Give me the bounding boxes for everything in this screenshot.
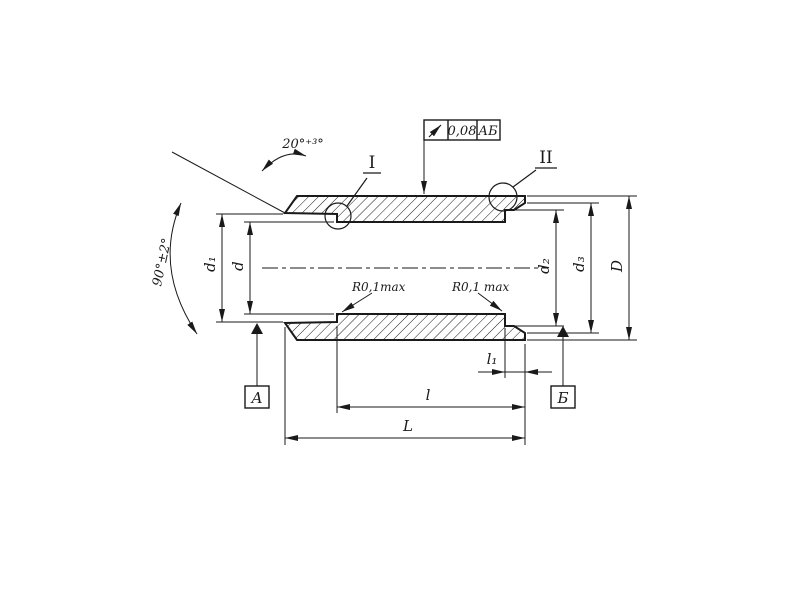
tolerance-frame: 0,08 АБ — [421, 119, 501, 194]
label-d: d — [229, 261, 247, 271]
chamfer-angle-arc — [261, 148, 307, 172]
runout-arrow-icon — [428, 124, 442, 138]
datum-triangle-a — [251, 323, 263, 334]
radius-leader-right — [477, 292, 503, 312]
radius-notes: R0,1max R0,1 max — [341, 280, 509, 313]
detail-label-1: I — [369, 153, 376, 173]
chamfer-angle-label: 20°⁺³° — [281, 137, 324, 152]
angle-annotations — [169, 148, 307, 335]
detail-leader-2 — [512, 169, 537, 188]
chamfer-extension-line — [171, 151, 286, 214]
radius-note-right: R0,1 max — [451, 280, 509, 294]
part-top-wall — [283, 195, 526, 223]
label-l: l — [426, 386, 431, 404]
detail-label-2: II — [539, 148, 552, 168]
datum-a-label: А — [250, 389, 262, 407]
detail-circle-2 — [488, 182, 518, 212]
datum-a-symbol: А — [244, 323, 270, 409]
radius-note-left: R0,1max — [351, 280, 406, 294]
tolerance-datums: АБ — [477, 124, 498, 139]
datum-b-symbol: Б — [550, 326, 576, 409]
face-angle-label: 90°±2° — [150, 237, 175, 288]
detail-callouts — [324, 167, 557, 230]
label-d2: d₂ — [535, 258, 553, 274]
tolerance-value: 0,08 — [448, 124, 477, 139]
label-d1: d₁ — [201, 256, 219, 272]
part-bottom-wall — [283, 313, 526, 341]
extension-lines — [216, 195, 637, 445]
face-angle-arc — [169, 202, 198, 335]
datum-triangle-b — [557, 326, 569, 337]
dimension-lines — [219, 196, 632, 441]
detail-circle-1 — [324, 202, 352, 230]
datum-b-label: Б — [556, 389, 568, 407]
radius-leader-left — [341, 292, 373, 313]
label-l1: l₁ — [487, 350, 498, 368]
part-cross-section — [262, 195, 548, 341]
label-D: D — [608, 260, 626, 273]
label-L: L — [402, 417, 413, 435]
label-d3: d₃ — [570, 256, 588, 272]
detail-leader-1 — [346, 177, 368, 207]
